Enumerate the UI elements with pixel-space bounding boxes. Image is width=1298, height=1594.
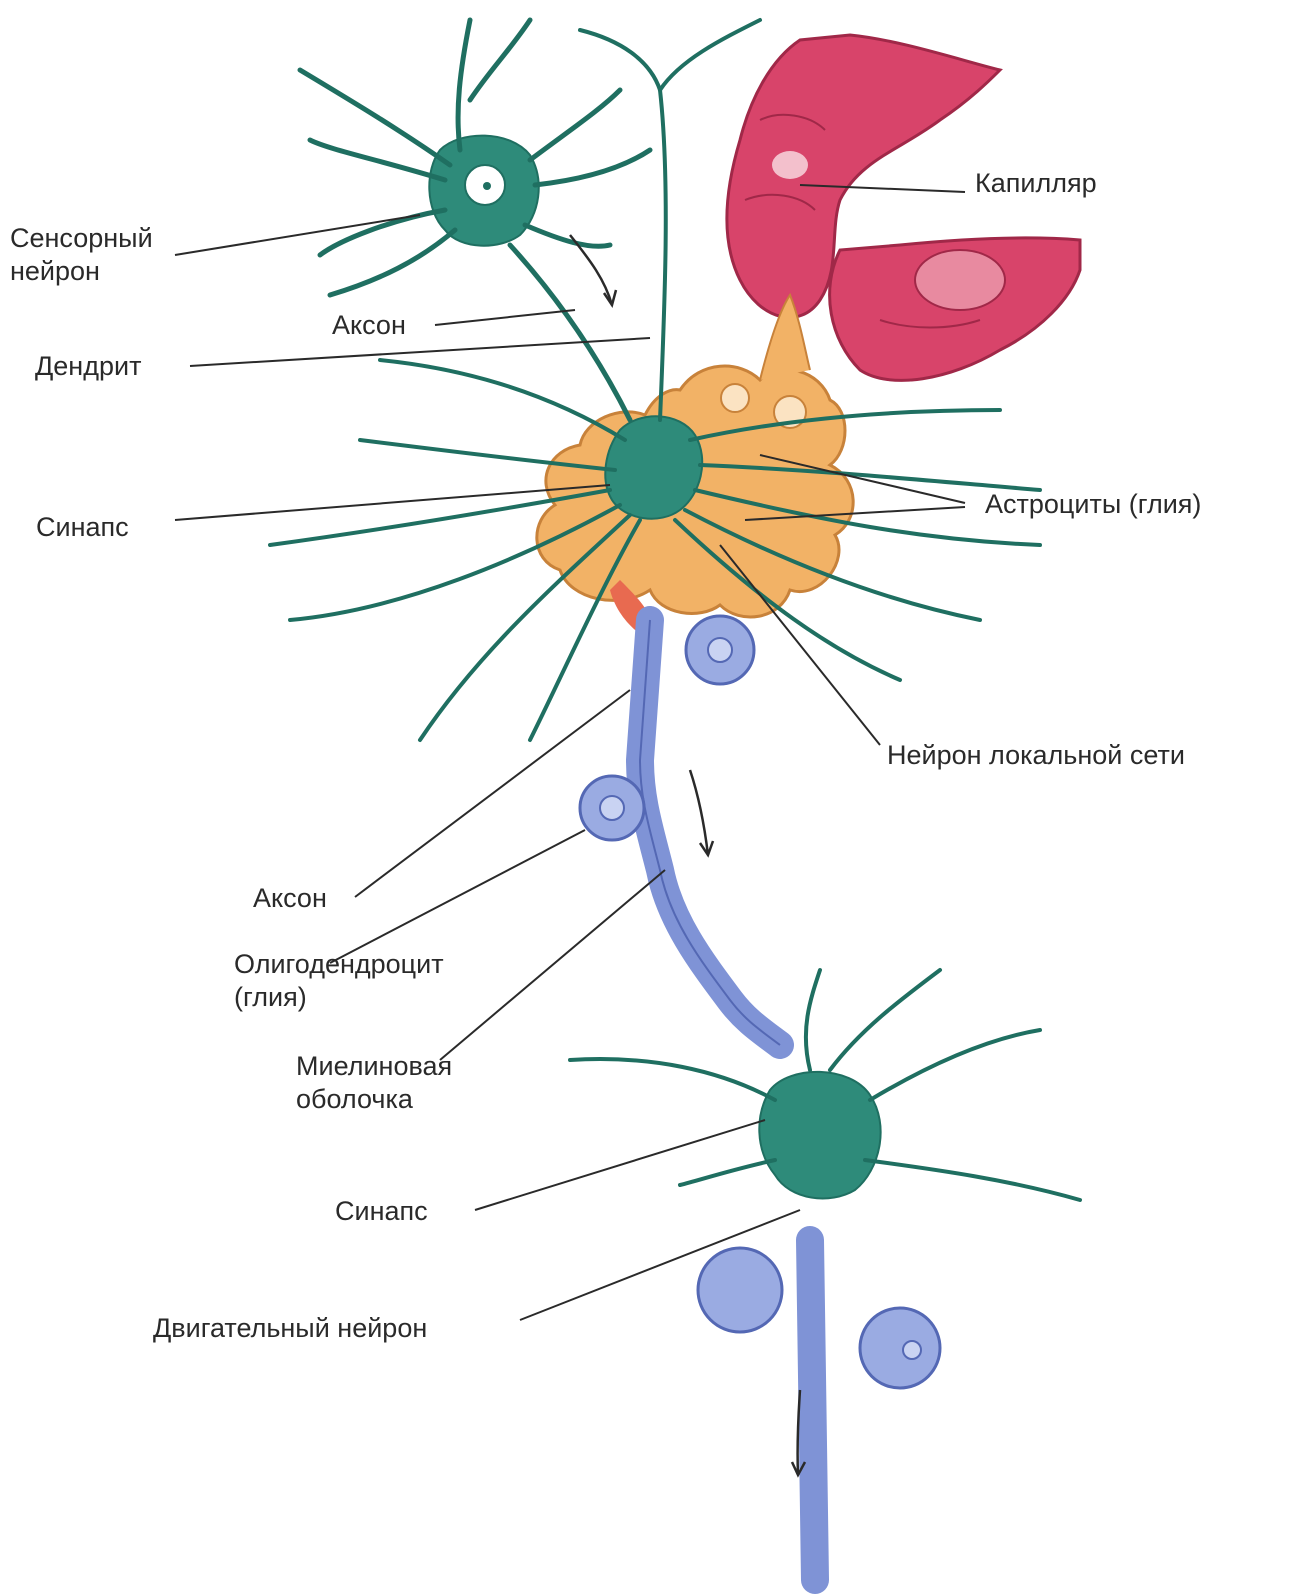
label-axon-mid: Аксон — [253, 883, 327, 913]
label-motor-neuron: Двигательный нейрон — [153, 1313, 428, 1343]
label-local-network-neuron: Нейрон локальной сети — [887, 740, 1185, 770]
label-dendrite: Дендрит — [35, 351, 142, 381]
motor-neuron — [568, 968, 1082, 1594]
local-network-neuron — [268, 18, 1042, 742]
label-sensory-neuron: Сенсорный нейрон — [10, 223, 153, 286]
sensory-neuron — [297, 17, 653, 423]
myelinated-axon — [578, 606, 794, 1059]
label-synapse-bottom: Синапс — [335, 1196, 428, 1226]
label-oligodendrocyte: Олигодендроцит (глия) — [234, 949, 444, 1012]
capillary — [725, 33, 1082, 382]
label-astrocytes: Астроциты (глия) — [985, 489, 1202, 519]
label-myelin-sheath: Миелиновая оболочка — [296, 1051, 453, 1114]
label-axon-top: Аксон — [332, 310, 406, 340]
label-synapse-top: Синапс — [36, 512, 129, 542]
signal-arrows — [569, 234, 807, 1478]
label-capillary: Капилляр — [975, 168, 1097, 198]
leader-lines — [174, 184, 966, 1321]
